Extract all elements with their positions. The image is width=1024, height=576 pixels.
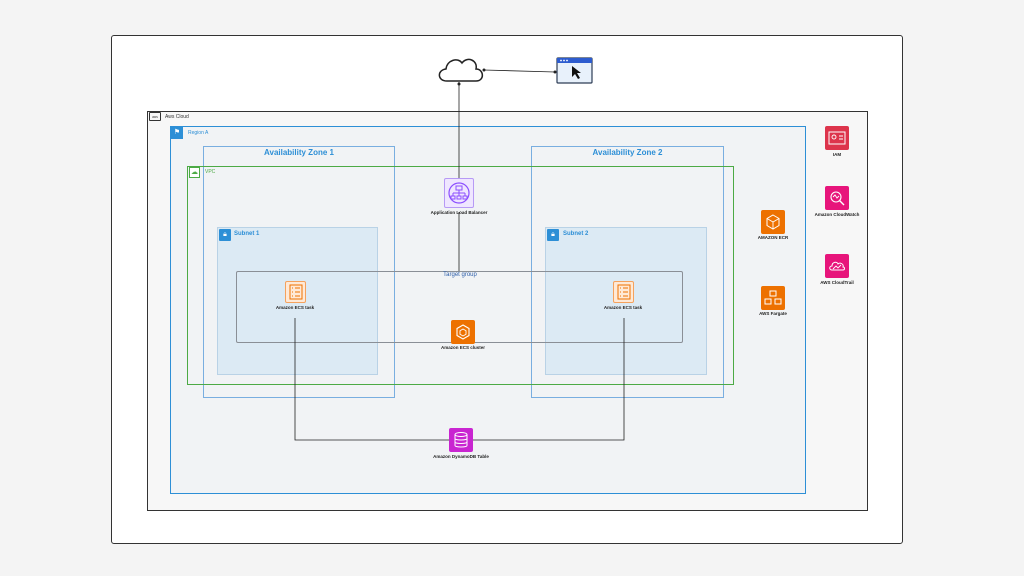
fargate-label: AWS Fargate (759, 311, 787, 316)
lock-icon: 🔒︎ (219, 229, 231, 241)
dynamodb-label: Amazon DynamoDB Table (433, 454, 489, 459)
vpc-group (187, 166, 734, 385)
subnet2-label: Subnet 2 (563, 231, 589, 237)
internet-cloud-icon (438, 58, 484, 82)
task1-to-dynamodb-line (294, 318, 449, 441)
aws-cloud-label: Aws Cloud (165, 114, 189, 120)
task2-to-dynamodb-line (473, 318, 625, 441)
az1-label: Availability Zone 1 (264, 148, 334, 157)
vpc-cloud-icon: ☁ (189, 167, 200, 178)
fargate-icon (761, 286, 785, 310)
ecs-task-2-label: Amazon ECS task (603, 305, 643, 310)
az2-label: Availability Zone 2 (592, 148, 663, 157)
lock-icon: 🔒︎ (547, 229, 559, 241)
ecr-icon (761, 210, 785, 234)
subnet1-label: Subnet 1 (234, 231, 260, 237)
ecs-cluster-label: Amazon ECS cluster (440, 345, 485, 350)
target-group-label: Target group (443, 272, 477, 278)
dynamodb-table-icon (449, 428, 473, 452)
flag-icon: ⚑ (171, 127, 183, 139)
aws-logo-icon: aws (149, 112, 161, 121)
alb-label: Application Load Balancer (430, 210, 488, 215)
ecs-cluster-icon (451, 320, 475, 344)
ecs-task-icon (285, 281, 306, 303)
ecs-task-icon (613, 281, 634, 303)
cloudwatch-label: Amazon CloudWatch (814, 212, 860, 217)
ecr-label: AMAZON ECR (757, 235, 789, 240)
application-load-balancer-icon (444, 178, 474, 208)
availability-zone-1 (203, 146, 395, 398)
region-label: Region A (188, 130, 209, 136)
iam-icon (825, 126, 849, 150)
vpc-label: VPC (205, 169, 216, 175)
availability-zone-2 (531, 146, 724, 398)
cloudtrail-label: AWS CloudTrail (820, 280, 854, 285)
browser-window-icon (556, 57, 593, 84)
ecs-task-1-label: Amazon ECS task (275, 305, 315, 310)
cloud-browser-connector (483, 69, 556, 73)
cloudwatch-icon (825, 186, 849, 210)
iam-label: IAM (832, 152, 842, 157)
cloudtrail-icon (825, 254, 849, 278)
